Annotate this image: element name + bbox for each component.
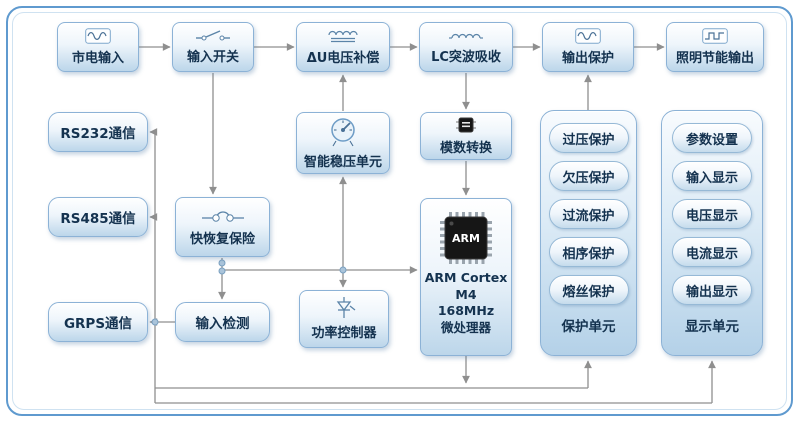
- display-item: 参数设置: [672, 123, 752, 153]
- node-input-switch: 输入开关: [172, 22, 254, 72]
- protection-item: 过压保护: [548, 123, 629, 153]
- node-voltage-compensation: ΔU电压补偿: [296, 22, 390, 72]
- node-label: 输出保护: [561, 51, 614, 66]
- node-label: 输入开关: [186, 50, 239, 65]
- node-lc-surge-absorber: LC突波吸收: [419, 22, 513, 72]
- chip-icon: [456, 117, 476, 133]
- protection-unit-title: 保护单元: [561, 319, 616, 335]
- protection-item-label: 过压保护: [562, 132, 615, 148]
- node-label: 市电输入: [71, 51, 124, 66]
- node-label: 输入检测: [195, 316, 250, 332]
- protection-item-label: 过流保护: [562, 208, 615, 224]
- node-smart-regulator: 智能稳压单元: [296, 112, 390, 174]
- node-input-detection: 输入检测: [175, 302, 270, 342]
- node-label: 模数转换: [439, 141, 492, 156]
- protection-item: 熔丝保护: [548, 275, 629, 305]
- display-unit-panel: 参数设置 输入显示 电压显示 电流显示 输出显示 显示单元: [661, 110, 763, 356]
- node-label: 照明节能输出: [675, 51, 754, 66]
- mcu-line: M4: [455, 286, 477, 302]
- node-output-protection: 输出保护: [542, 22, 634, 72]
- protection-item-label: 欠压保护: [562, 170, 615, 186]
- node-label: 智能稳压单元: [303, 155, 382, 170]
- meter-icon: [331, 118, 355, 147]
- node-label: RS232通信: [60, 126, 136, 142]
- arm-chip-label: ARM: [452, 232, 480, 245]
- node-label: 功率控制器: [311, 326, 377, 341]
- node-adc: 模数转换: [420, 112, 512, 160]
- node-mains-input: 市电输入: [57, 22, 139, 72]
- fuse-icon: [201, 211, 244, 222]
- node-mcu: ARM ARM Cortex M4 168MHz 微处理器: [420, 198, 512, 356]
- node-label: RS485通信: [60, 211, 136, 227]
- display-item: 电流显示: [672, 237, 752, 267]
- inner-frame: [12, 12, 787, 410]
- transformer-coil-icon: [328, 30, 358, 43]
- display-item-label: 参数设置: [685, 132, 738, 148]
- sine-wave-icon: [85, 28, 111, 44]
- node-label: GRPS通信: [63, 316, 133, 332]
- display-item-label: 输出显示: [685, 284, 738, 300]
- node-rs232: RS232通信: [48, 112, 148, 152]
- protection-item-label: 相序保护: [562, 246, 615, 262]
- mcu-line: 168MHz: [437, 303, 495, 318]
- node-fast-recovery-fuse: 快恢复保险: [175, 197, 270, 257]
- node-gprs: GRPS通信: [48, 302, 148, 342]
- protection-unit-panel: 过压保护 欠压保护 过流保护 相序保护 熔丝保护 保护单元: [540, 110, 637, 356]
- square-wave-icon: [702, 28, 728, 44]
- mcu-line: 微处理器: [440, 319, 491, 335]
- node-label: LC突波吸收: [431, 50, 501, 65]
- display-item: 输出显示: [672, 275, 752, 305]
- arm-chip-icon: ARM: [440, 212, 492, 264]
- protection-item: 过流保护: [548, 199, 629, 229]
- switch-icon: [196, 30, 230, 41]
- outer-frame: [6, 6, 793, 416]
- mcu-text: ARM Cortex M4 168MHz 微处理器: [425, 270, 508, 336]
- display-item-label: 输入显示: [685, 170, 738, 186]
- inductor-icon: [449, 33, 483, 39]
- node-lighting-output: 照明节能输出: [666, 22, 764, 72]
- protection-item-label: 熔丝保护: [562, 284, 615, 300]
- display-item: 电压显示: [672, 199, 752, 229]
- node-label: ΔU电压补偿: [306, 51, 380, 66]
- wave-icon: [575, 28, 601, 44]
- display-item: 输入显示: [672, 161, 752, 191]
- display-item-label: 电流显示: [685, 246, 738, 262]
- display-unit-title: 显示单元: [685, 319, 739, 335]
- protection-item: 相序保护: [548, 237, 629, 267]
- node-label: 快恢复保险: [189, 232, 255, 247]
- node-rs485: RS485通信: [48, 197, 148, 237]
- mcu-line: ARM Cortex: [424, 270, 508, 285]
- protection-item: 欠压保护: [548, 161, 629, 191]
- thyristor-icon: [336, 297, 356, 318]
- node-power-controller: 功率控制器: [299, 290, 389, 348]
- display-item-label: 电压显示: [685, 208, 738, 224]
